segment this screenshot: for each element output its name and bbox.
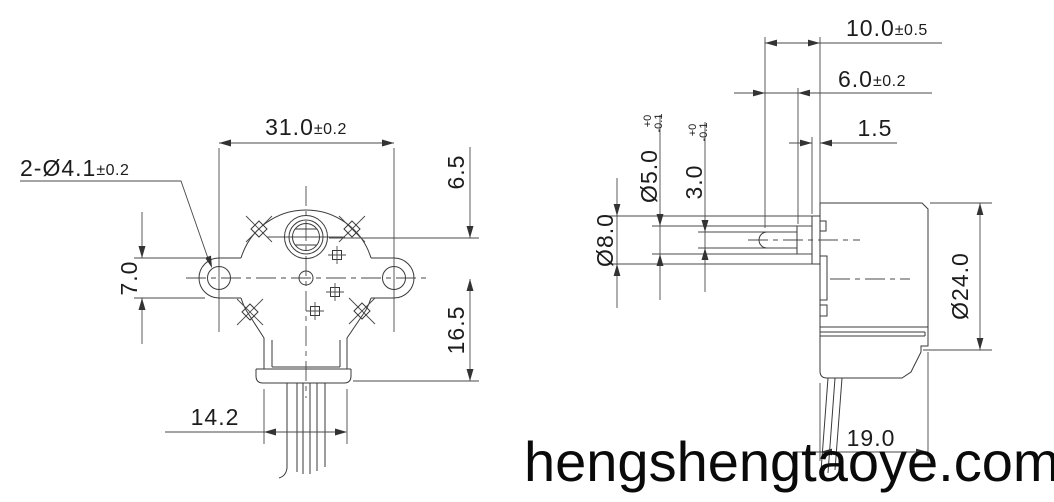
leader-mount-holes-tol: ±0.2 <box>96 162 129 179</box>
dim-shaft-dia-label: Ø5.0 <box>636 149 662 203</box>
dim-body-length: 19.0 <box>795 352 929 461</box>
dim-ear-height-label: 7.0 <box>116 261 142 296</box>
front-body-outline <box>198 209 415 384</box>
front-shaft-boss <box>284 215 328 286</box>
dim-boss-step-label: 1.5 <box>858 115 893 141</box>
side-body-outline <box>819 202 929 379</box>
dim-shaft-length-label: 10.0±0.5 <box>846 15 928 41</box>
watermark-text: hengshengtaoye.com <box>524 430 1054 493</box>
dim-flat-length-tol: ±0.2 <box>873 73 906 90</box>
dim-shaft-length-tol: ±0.5 <box>895 22 928 39</box>
dim-shaft-offset: 6.5 <box>329 147 479 239</box>
dim-shaft-length-main: 10.0 <box>846 15 895 41</box>
dim-ear-height: 7.0 <box>116 212 205 344</box>
mount-hole-left <box>207 266 231 290</box>
dim-flat-length: 6.0±0.2 <box>734 66 932 224</box>
dim-shaft-offset-label: 6.5 <box>443 155 469 190</box>
pinion-circle <box>298 270 314 286</box>
dim-flat-width-label: 3.0 <box>681 165 707 200</box>
side-view: 10.0±0.5 6.0±0.2 1.5 Ø8.0 <box>592 15 992 474</box>
dim-boss-dia: Ø8.0 <box>592 178 621 308</box>
dim-connector-width-label: 14.2 <box>191 404 240 430</box>
leader-mount-holes-label: 2-Ø4.1±0.2 <box>20 155 129 181</box>
dim-mount-width: 31.0±0.2 <box>219 114 394 147</box>
leader-mount-holes-main: 2-Ø4.1 <box>20 155 96 181</box>
leader-mount-holes: 2-Ø4.1±0.2 <box>20 155 212 268</box>
front-wire-ribbon <box>278 383 326 479</box>
dim-center-to-bottom-label: 16.5 <box>443 306 469 355</box>
dim-body-dia-label: Ø24.0 <box>947 252 973 320</box>
dim-body-length-label: 19.0 <box>847 425 896 451</box>
dim-mount-width-main: 31.0 <box>265 114 314 140</box>
dim-connector-width: 14.2 <box>165 389 348 444</box>
front-centerlines <box>186 148 428 398</box>
dim-mount-width-tol: ±0.2 <box>314 121 347 138</box>
dim-flat-width-tol-plus: +0 <box>687 124 699 137</box>
dim-boss-step: 1.5 <box>789 115 897 214</box>
dim-flat-width-tol-minus: -0.1 <box>698 123 710 142</box>
dim-shaft-dia: Ø5.0 +0 -0.1 <box>636 114 665 300</box>
dim-shaft-dia-tol-minus: -0.1 <box>653 114 665 133</box>
side-shaft <box>609 215 910 280</box>
mount-hole-right <box>382 266 406 290</box>
dim-flat-width: 3.0 +0 -0.1 <box>681 122 710 292</box>
dim-boss-dia-label: Ø8.0 <box>592 213 618 267</box>
side-wire-ribbon <box>820 377 843 474</box>
dim-mount-width-label: 31.0±0.2 <box>265 114 347 140</box>
front-view: 31.0±0.2 2-Ø4.1±0.2 7.0 6.5 <box>20 114 479 479</box>
dim-shaft-dia-tol-plus: +0 <box>642 115 654 128</box>
dim-flat-length-label: 6.0±0.2 <box>838 66 906 92</box>
dim-shaft-length: 10.0±0.5 <box>764 15 942 228</box>
dim-flat-length-main: 6.0 <box>838 66 873 92</box>
screw-details <box>306 246 346 320</box>
dim-body-dia: Ø24.0 <box>923 202 992 351</box>
dim-center-to-bottom: 16.5 <box>353 279 479 382</box>
